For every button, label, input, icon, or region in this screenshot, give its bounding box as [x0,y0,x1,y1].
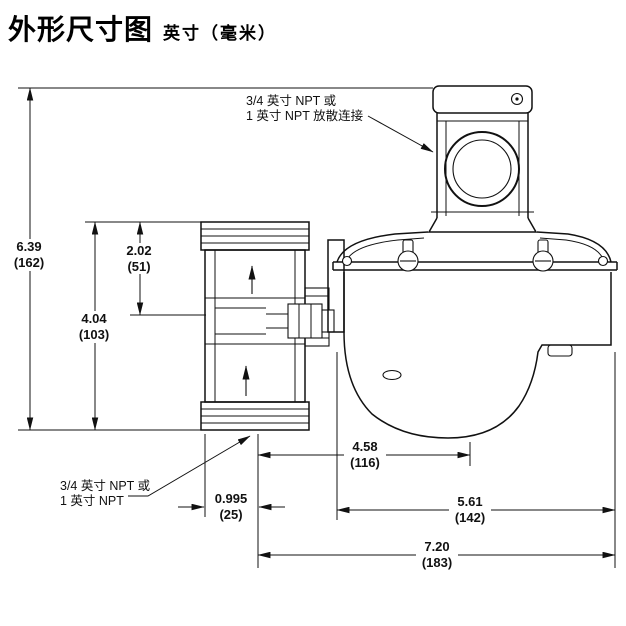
dim-center-width-in: 4.58 [352,439,377,454]
dim-center-width-mm: (116) [350,455,380,470]
dim-total-width-mm: (183) [422,555,452,570]
page-title: 外形尺寸图 [8,14,154,45]
inlet-callout-line2: 1 英寸 NPT [60,494,124,508]
dim-casing-width-mm: (142) [455,510,485,525]
dim-inlet-offset-mm: (25) [219,507,242,522]
vent-bonnet [431,85,534,218]
dim-total-height-mm: (162) [14,255,44,270]
dim-total-height-in: 6.39 [16,239,41,254]
dim-upper-height-mm: (51) [127,259,150,274]
leader-callouts: 3/4 英寸 NPT 或 1 英寸 NPT 放散连接 3/4 英寸 NPT 或 … [60,94,434,508]
vent-callout-line1: 3/4 英寸 NPT 或 [246,94,337,108]
dim-upper-height-in: 2.02 [126,243,151,258]
dim-total-width-in: 7.20 [424,539,449,554]
dim-inlet-offset-in: 0.995 [215,491,248,506]
valve-body [200,221,335,431]
drawing-title: 外形尺寸图 英寸（毫米） [8,8,277,48]
inlet-callout-line1: 3/4 英寸 NPT 或 [60,479,151,493]
inlet-leader-arrow-icon [128,435,251,497]
dim-body-height-mm: (103) [79,327,109,342]
vent-callout-line2: 1 英寸 NPT 放散连接 [246,108,364,123]
dimension-labels: 6.39 (162) 4.04 (103) 2.02 (51) 4.58 (11… [9,239,491,571]
dim-body-height-in: 4.04 [81,311,107,326]
dim-casing-width-in: 5.61 [457,494,482,509]
page-subtitle: 英寸（毫米） [163,24,278,43]
vent-leader-arrow-icon [367,115,434,153]
flow-arrow-up-icon [242,265,256,396]
cap-screw-icon [510,92,524,106]
actuator-casing [327,217,618,439]
vent-opening [444,131,520,207]
